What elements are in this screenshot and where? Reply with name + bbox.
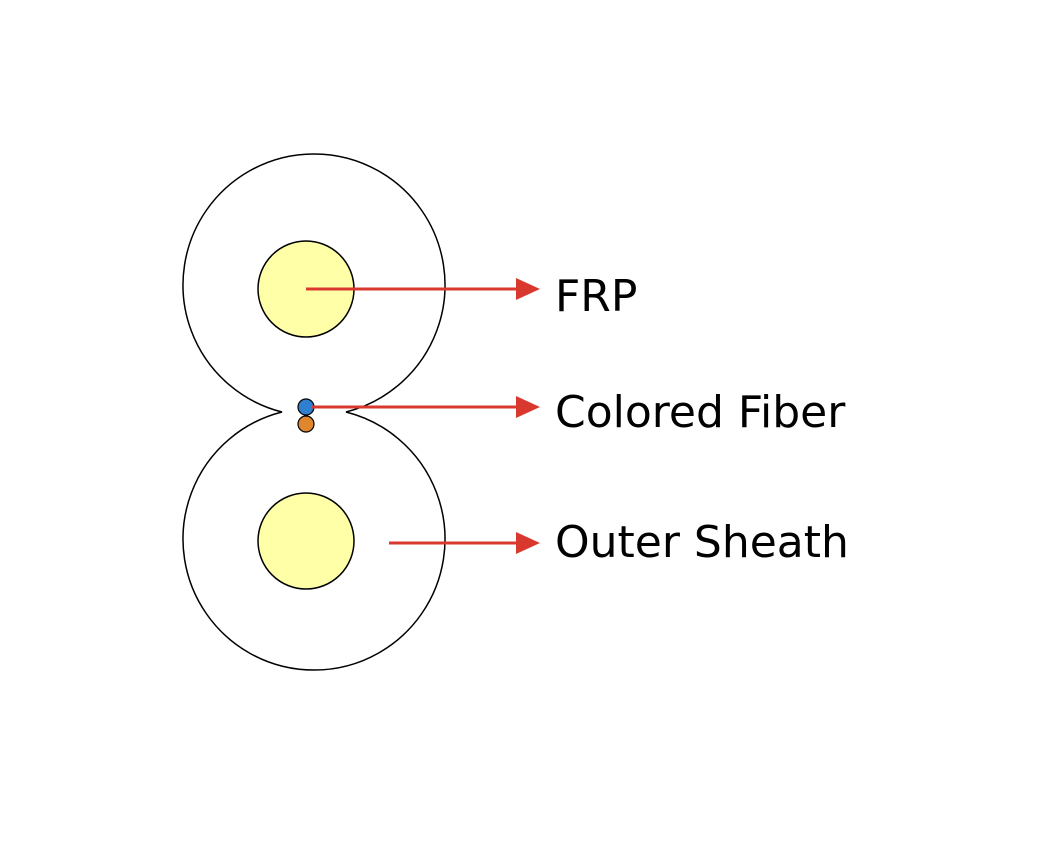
label-outer-sheath: Outer Sheath [555,517,849,568]
colored-fiber-orange [297,415,315,433]
arrow-frp [306,278,540,300]
label-colored-fiber: Colored Fiber [555,387,846,438]
arrow-colored-fiber [312,396,540,418]
colored-fiber-blue [297,398,315,416]
frp-lower-member [257,492,355,590]
outer-sheath-outline [182,153,446,671]
label-frp: FRP [555,271,637,322]
arrow-outer-sheath [389,532,540,554]
